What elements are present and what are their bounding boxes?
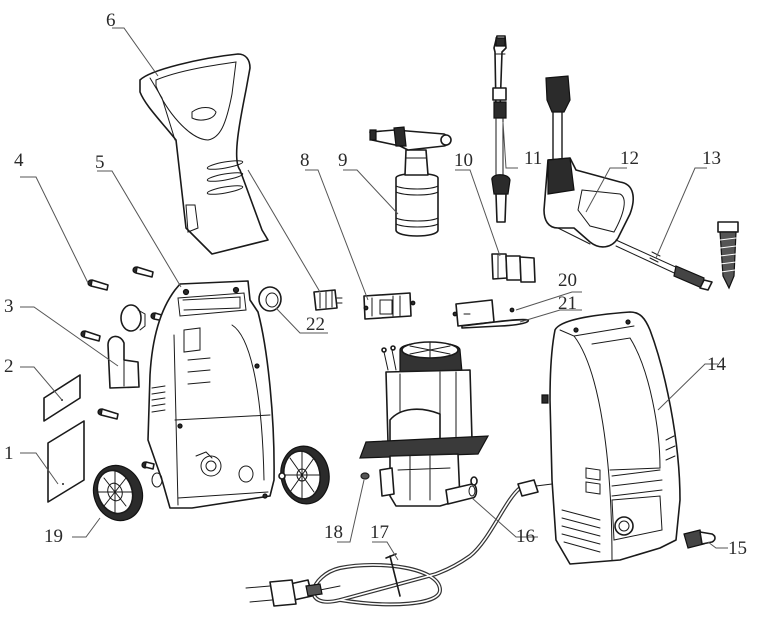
leader-21	[519, 309, 582, 323]
leader-13	[655, 167, 707, 259]
part-spray-gun	[543, 75, 713, 291]
part-cap	[120, 304, 146, 332]
part-inlet-connector	[683, 529, 716, 549]
part-rear-housing	[147, 280, 275, 509]
leader-18	[337, 479, 365, 543]
leader-15	[707, 541, 728, 549]
label-3: 3	[4, 296, 14, 317]
label-21: 21	[558, 293, 577, 314]
leader-19	[72, 517, 101, 538]
label-9: 9	[338, 150, 348, 171]
part-switch	[313, 289, 343, 311]
leader-14	[657, 363, 718, 411]
part-capacitor	[452, 299, 530, 329]
leader-6	[112, 27, 159, 77]
part-wheel-right	[278, 445, 330, 505]
label-2: 2	[4, 356, 14, 377]
screw-3	[80, 330, 101, 342]
part-detergent-bottle	[369, 126, 452, 237]
label-17: 17	[370, 522, 389, 543]
label-18: 18	[324, 522, 343, 543]
leader-17	[372, 541, 399, 561]
part-nozzle	[717, 221, 739, 290]
leader-1	[20, 452, 59, 485]
label-10: 10	[454, 150, 473, 171]
label-5: 5	[95, 152, 105, 173]
part-wheel-left	[92, 464, 144, 522]
screw-6	[141, 461, 155, 470]
label-1: 1	[4, 443, 14, 464]
part-washer	[360, 472, 370, 480]
screw-4	[97, 408, 119, 420]
part-power-cord	[245, 479, 553, 607]
leader-7	[247, 169, 321, 293]
label-11: 11	[524, 148, 542, 169]
leader-3	[20, 306, 119, 367]
leader-11	[502, 121, 518, 169]
part-holder-clip	[491, 253, 536, 283]
part-seal-ring	[258, 286, 282, 312]
leader-22	[275, 307, 328, 334]
part-motor-pump	[359, 341, 490, 507]
leader-4	[20, 176, 89, 284]
leader-9	[343, 169, 399, 215]
screw-1	[87, 279, 109, 291]
label-4: 4	[14, 150, 24, 171]
leader-10	[455, 169, 501, 257]
label-13: 13	[702, 148, 721, 169]
label-22: 22	[306, 314, 325, 335]
part-sticker-1	[47, 420, 85, 503]
part-front-housing	[541, 311, 681, 565]
leader-5	[97, 170, 182, 288]
label-15: 15	[728, 538, 747, 559]
label-16: 16	[516, 526, 535, 547]
part-handle	[139, 53, 269, 255]
part-sticker-2	[43, 374, 81, 422]
leader-lines	[20, 27, 728, 561]
label-6: 6	[106, 10, 116, 31]
leader-2	[20, 366, 63, 401]
label-20: 20	[558, 270, 577, 291]
part-switch-box	[363, 292, 416, 320]
part-lance-extension	[491, 35, 511, 223]
label-14: 14	[707, 354, 727, 375]
leader-8	[305, 169, 369, 301]
leader-12	[585, 167, 627, 213]
leader-20	[515, 291, 582, 311]
part-labels: 1 2 3 4 5 6 8 9 10 11 12 13 14 15 16 17 …	[4, 10, 747, 559]
label-8: 8	[300, 150, 310, 171]
screw-2	[132, 266, 154, 278]
leader-16	[471, 497, 538, 538]
part-hose-hook	[107, 335, 140, 389]
label-12: 12	[620, 148, 639, 169]
label-19: 19	[44, 526, 63, 547]
